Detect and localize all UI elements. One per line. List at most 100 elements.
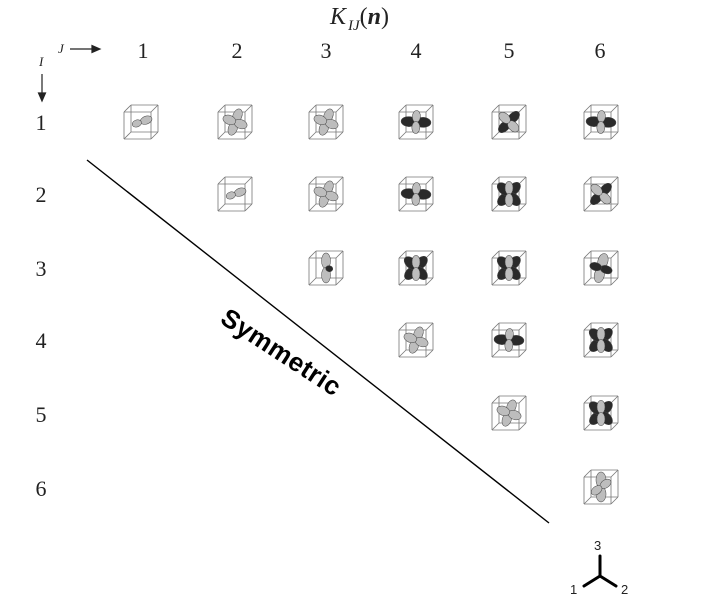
cube-edge bbox=[150, 131, 159, 140]
cube-edge bbox=[398, 176, 407, 185]
cube-edge bbox=[123, 104, 132, 113]
triad-label-2: 2 bbox=[621, 582, 629, 597]
cube-edge bbox=[398, 203, 407, 212]
cube-edge bbox=[335, 250, 344, 259]
cell-glyph-5-6 bbox=[583, 395, 619, 431]
cube-edge bbox=[491, 176, 500, 185]
axis-triad bbox=[582, 554, 618, 588]
cube-edge bbox=[491, 422, 500, 431]
cube-edge bbox=[610, 395, 619, 404]
cell-glyph-2-2 bbox=[217, 176, 253, 212]
cube-edge bbox=[308, 131, 317, 140]
cube-edge bbox=[335, 277, 344, 286]
cell-glyph-4-4 bbox=[398, 322, 434, 358]
lobe bbox=[590, 485, 603, 496]
triad-axis-2 bbox=[598, 574, 618, 588]
cube-edge bbox=[398, 277, 407, 286]
cube-edge bbox=[217, 176, 226, 185]
cube-edge bbox=[491, 250, 500, 259]
lobe bbox=[496, 405, 510, 416]
cube-edge bbox=[425, 277, 434, 286]
cube-edge bbox=[610, 469, 619, 478]
cube-edge bbox=[491, 322, 500, 331]
cell-glyph-3-5 bbox=[491, 250, 527, 286]
lobe bbox=[222, 114, 236, 125]
cube-edge bbox=[583, 104, 592, 113]
cube-edge bbox=[244, 203, 253, 212]
cube-edge bbox=[398, 104, 407, 113]
title-symbol: K bbox=[330, 4, 347, 30]
lobe bbox=[504, 255, 514, 269]
diagonal-separator bbox=[86, 159, 550, 524]
cell-glyph-1-2 bbox=[217, 104, 253, 140]
lobe bbox=[411, 121, 421, 134]
lobe bbox=[589, 262, 602, 272]
cube-edge bbox=[308, 104, 317, 113]
cube-edge bbox=[518, 104, 527, 113]
col-label-5: 5 bbox=[503, 38, 515, 63]
cube-edge bbox=[518, 250, 527, 259]
cube-edge bbox=[425, 250, 434, 259]
cell-glyph-1-4 bbox=[398, 104, 434, 140]
row-label-3: 3 bbox=[35, 256, 47, 281]
lobe bbox=[596, 339, 606, 353]
lobe bbox=[313, 114, 327, 125]
col-label-2: 2 bbox=[231, 38, 243, 63]
lobe bbox=[325, 265, 334, 272]
cube-edge bbox=[610, 250, 619, 259]
cube-edge bbox=[583, 496, 592, 505]
col-index-label: J bbox=[58, 41, 64, 56]
lobe bbox=[596, 412, 606, 426]
cube-edge bbox=[335, 104, 344, 113]
col-label-4: 4 bbox=[410, 38, 422, 63]
row-label-4: 4 bbox=[35, 328, 47, 353]
cube-edge bbox=[491, 131, 500, 140]
cell-glyph-1-5 bbox=[491, 104, 527, 140]
cell-glyph-3-3 bbox=[308, 250, 344, 286]
cube-edge bbox=[518, 131, 527, 140]
cube-edge bbox=[583, 349, 592, 358]
lobe bbox=[411, 255, 421, 269]
cube-edge bbox=[518, 422, 527, 431]
cube-edge bbox=[150, 104, 159, 113]
cell-glyph-4-5 bbox=[491, 322, 527, 358]
cube-edge bbox=[518, 322, 527, 331]
cube-edge bbox=[610, 203, 619, 212]
cell-glyph-5-5 bbox=[491, 395, 527, 431]
col-label-6: 6 bbox=[594, 38, 606, 63]
cube-edge bbox=[308, 277, 317, 286]
lobe bbox=[411, 267, 421, 281]
cube-edge bbox=[518, 395, 527, 404]
cube-edge bbox=[518, 277, 527, 286]
cube-edge bbox=[583, 250, 592, 259]
lobe bbox=[590, 183, 603, 196]
triad-label-3: 3 bbox=[594, 538, 602, 553]
lobe bbox=[403, 332, 417, 343]
row-label-5: 5 bbox=[35, 402, 47, 427]
lobe bbox=[596, 400, 606, 414]
cube-edge bbox=[583, 203, 592, 212]
lobe bbox=[504, 339, 514, 352]
cube-edge bbox=[244, 176, 253, 185]
col-label-3: 3 bbox=[320, 38, 332, 63]
cube-edge bbox=[398, 322, 407, 331]
cube-edge bbox=[217, 104, 226, 113]
col-arrow-head bbox=[91, 44, 102, 54]
cube-edge bbox=[518, 176, 527, 185]
cube-edge bbox=[610, 131, 619, 140]
cube-edge bbox=[335, 203, 344, 212]
cube-edge bbox=[610, 104, 619, 113]
lobe bbox=[504, 267, 514, 281]
lobe bbox=[596, 327, 606, 341]
triad-axis-1 bbox=[582, 574, 602, 588]
cube-edge bbox=[518, 349, 527, 358]
cell-glyph-1-3 bbox=[308, 104, 344, 140]
lobe bbox=[504, 181, 514, 195]
cube-edge bbox=[425, 131, 434, 140]
cube-edge bbox=[398, 349, 407, 358]
cube-edge bbox=[491, 349, 500, 358]
cube-edge bbox=[610, 349, 619, 358]
cube-edge bbox=[583, 322, 592, 331]
row-label-6: 6 bbox=[35, 476, 47, 501]
